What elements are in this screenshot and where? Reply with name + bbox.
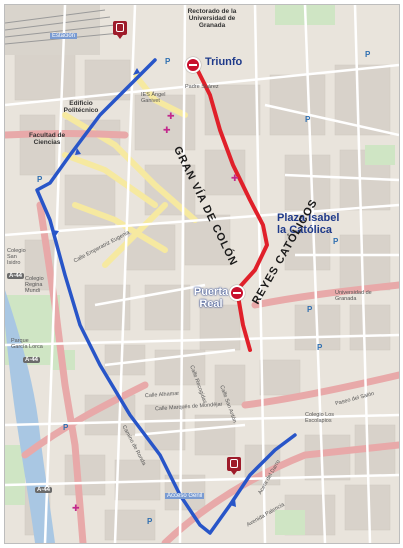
river: [5, 290, 55, 543]
rail-yard: [5, 5, 121, 55]
label-padre-suarez: Padre Suárez: [185, 84, 219, 90]
parking-icon: P: [317, 343, 323, 352]
parking-icon: P: [365, 50, 371, 59]
bus-icon: [116, 23, 124, 32]
label-colegio-escolapios: Colegio Los Escolapios: [305, 412, 335, 424]
minor-streets: [5, 5, 399, 543]
label-acceso-genil: Acceso Genil: [165, 493, 205, 500]
label-rectorado: Rectorado de la Universidad de Granada: [187, 8, 237, 29]
label-parque-garcia-lorca: Parque García Lorca: [11, 338, 43, 350]
route-arrows: [52, 68, 236, 507]
church-icon: ✚: [167, 111, 175, 121]
road-badge-a44: A-44: [35, 487, 53, 493]
parking-icon: P: [333, 237, 339, 246]
parking-icon: P: [305, 115, 311, 124]
church-icon: ✚: [163, 125, 171, 135]
no-entry-marker-puerta-real[interactable]: [229, 285, 245, 301]
label-universidad-granada: Universidad de Granada: [335, 290, 372, 302]
parking-icon: P: [307, 305, 313, 314]
label-colegio-regina-mundi: Colegio Regina Mundi: [25, 276, 44, 294]
map-canvas[interactable]: [5, 5, 399, 543]
parking-icon: P: [165, 57, 171, 66]
label-colegio-san-isidro: Colegio San Isidro: [7, 248, 26, 266]
label-estacion: Estación: [50, 33, 78, 40]
label-facultad: Facultad de Ciencias: [28, 132, 66, 146]
bus-stop-pin-north[interactable]: [113, 21, 127, 39]
bus-icon: [230, 459, 238, 468]
label-ies-angel-ganivet: IES Ángel Ganivet: [141, 92, 166, 104]
label-politecnico: Edificio Politécnico: [63, 100, 99, 114]
label-puerta-real: Puerta Real: [193, 286, 229, 310]
label-plaza-isabel: Plaza Isabel la Católica: [277, 212, 340, 236]
church-icon: ✚: [72, 503, 80, 513]
parking-icon: P: [63, 423, 69, 432]
red-route: [193, 63, 269, 352]
map-frame[interactable]: P P P P P P P P P ✚ ✚ ✚ ✚ A-44 A-44 A-44…: [4, 4, 400, 544]
road-badge-a44: A-44: [7, 273, 25, 279]
label-triunfo: Triunfo: [205, 56, 243, 68]
road-badge-a44: A-44: [23, 357, 41, 363]
church-icon: ✚: [231, 173, 239, 183]
parking-icon: P: [147, 517, 153, 526]
bus-stop-pin-south[interactable]: [227, 457, 241, 475]
parking-icon: P: [37, 175, 43, 184]
no-entry-marker-triunfo[interactable]: [185, 57, 201, 73]
